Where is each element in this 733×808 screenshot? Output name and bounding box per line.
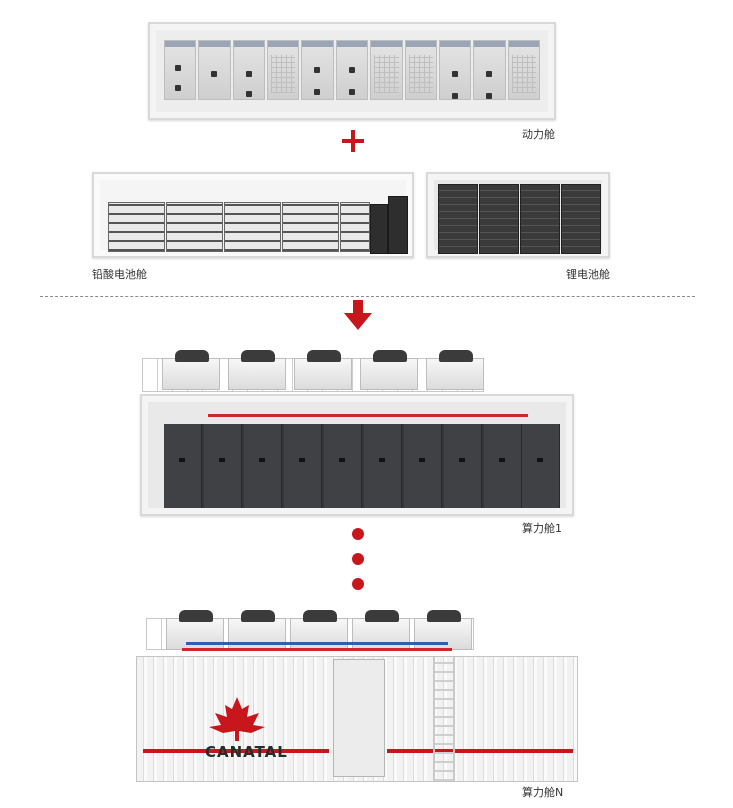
coolant-pipe	[208, 414, 528, 417]
ellipsis-dot	[352, 578, 364, 590]
ups-cabinet	[388, 196, 408, 254]
lithium-rack	[479, 184, 519, 254]
chiller-unit	[228, 610, 286, 650]
compute-cabin-1-shell	[140, 394, 574, 516]
battery-rack	[340, 202, 370, 252]
ellipsis-dot	[352, 528, 364, 540]
chiller-unit	[294, 350, 352, 390]
switchgear-panel	[198, 40, 231, 100]
switchgear-panel	[473, 40, 506, 100]
switchgear-panel	[404, 40, 437, 100]
down-arrow-icon	[344, 300, 372, 330]
switchgear-panel	[232, 40, 266, 100]
chiller-unit	[162, 350, 220, 390]
chiller-unit	[228, 350, 286, 390]
chiller-unit	[352, 610, 410, 650]
power-cabin-image	[148, 22, 556, 120]
server-row	[164, 424, 560, 508]
lithium-cabin-interior	[434, 180, 602, 254]
switchgear-panel	[267, 40, 300, 100]
switchgear-panel	[301, 40, 334, 100]
lithium-rack	[520, 184, 560, 254]
compute-cabin-n-label: 算力舱N	[522, 786, 564, 799]
chiller-unit	[360, 350, 418, 390]
compute-cabin-1-interior	[148, 402, 566, 508]
compute-cabin-1-label: 算力舱1	[522, 522, 562, 535]
lithium-rack	[561, 184, 601, 254]
compute-cabin-n-image: CANATAL	[136, 610, 578, 782]
battery-rack	[282, 202, 339, 252]
lithium-rack	[438, 184, 478, 254]
battery-rack	[108, 202, 165, 252]
switchgear-panel	[507, 40, 540, 100]
lithium-cabin-label: 锂电池舱	[566, 268, 610, 281]
power-cabin-interior	[156, 30, 548, 112]
lithium-cabin-image	[426, 172, 610, 258]
lead-acid-cabin-interior	[100, 180, 408, 254]
switchgear-panels	[164, 40, 540, 100]
section-divider	[40, 296, 695, 297]
battery-rack	[224, 202, 281, 252]
power-cabin-label: 动力舱	[522, 128, 555, 141]
battery-rack	[166, 202, 223, 252]
ups-cabinet	[370, 204, 388, 254]
chiller-unit	[426, 350, 484, 390]
coolant-pipe-red	[182, 648, 452, 651]
red-stripe	[387, 749, 573, 753]
ellipsis-dot	[352, 553, 364, 565]
maple-leaf-icon	[209, 697, 265, 741]
switchgear-panel	[370, 40, 403, 100]
plus-icon	[342, 130, 364, 152]
container-ladder	[433, 657, 455, 781]
switchgear-panel	[335, 40, 369, 100]
red-stripe	[143, 749, 329, 753]
switchgear-panel	[438, 40, 472, 100]
chiller-unit	[166, 610, 224, 650]
compute-cabin-1-image	[140, 346, 574, 516]
chiller-unit	[414, 610, 472, 650]
coolant-pipe-blue	[186, 642, 448, 645]
chiller-unit	[290, 610, 348, 650]
switchgear-panel	[164, 40, 197, 100]
brand-logo-text: CANATAL	[205, 743, 288, 761]
lead-acid-cabin-image	[92, 172, 414, 258]
lead-acid-cabin-label: 铅酸电池舱	[92, 268, 147, 281]
container-body: CANATAL	[136, 656, 578, 782]
container-door	[333, 659, 385, 777]
